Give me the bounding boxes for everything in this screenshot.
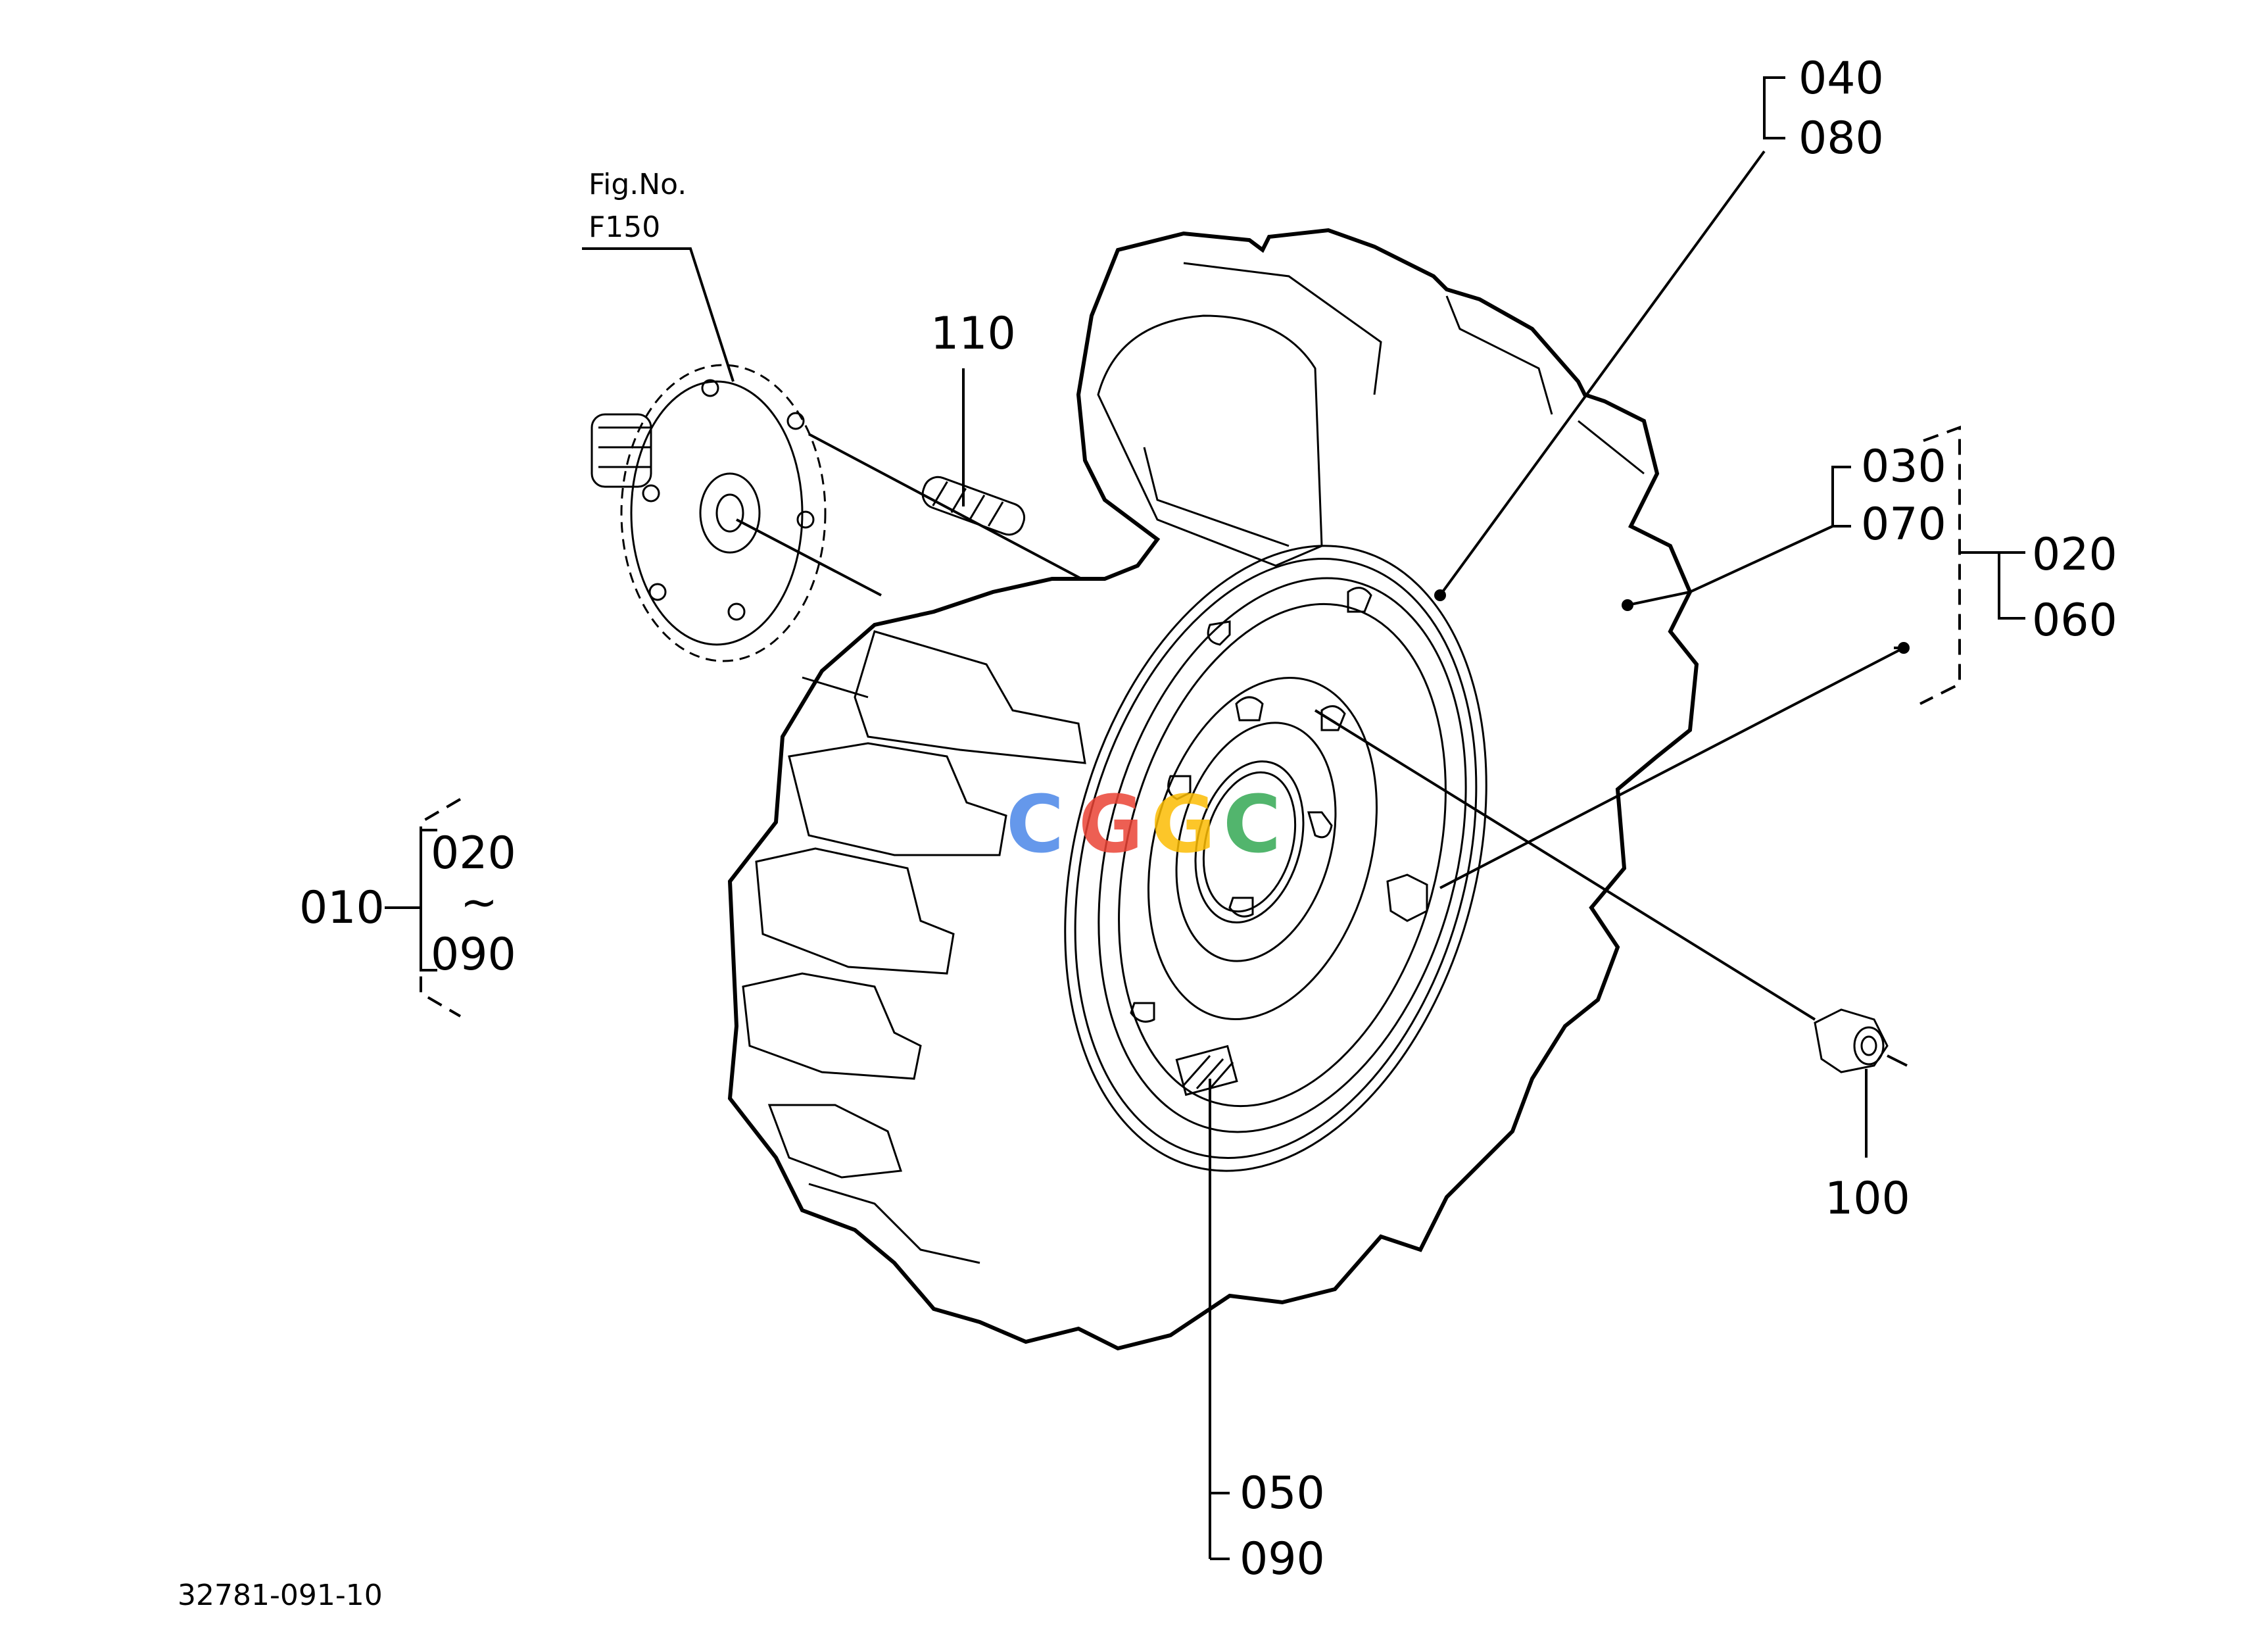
fig-ref-number: F150 bbox=[589, 210, 660, 244]
watermark-letter: C bbox=[1006, 779, 1064, 871]
callout-070: 070 bbox=[1861, 499, 1946, 551]
callout-020-right: 020 bbox=[2032, 529, 2117, 581]
callout-090-left: 090 bbox=[431, 929, 516, 981]
dot-030-070 bbox=[1622, 599, 1633, 611]
dot-040-080 bbox=[1434, 589, 1446, 601]
tire bbox=[727, 228, 1699, 1351]
watermark-letter: C bbox=[1223, 779, 1281, 871]
watermark-letter: G bbox=[1151, 779, 1216, 871]
hub-flange bbox=[591, 364, 827, 662]
watermark: C G G C bbox=[1006, 779, 1281, 871]
watermark-letter: G bbox=[1078, 779, 1144, 871]
leader-030-070 bbox=[1627, 525, 1833, 606]
lug-nut bbox=[1814, 1008, 1889, 1073]
callout-030: 030 bbox=[1861, 441, 1946, 493]
drawing-number: 32781-091-10 bbox=[178, 1579, 383, 1612]
stud-bolt bbox=[921, 476, 1026, 536]
bracket-040-080 bbox=[1763, 76, 1785, 139]
bracket-030-070 bbox=[1831, 466, 1851, 528]
callout-080: 080 bbox=[1798, 112, 1884, 164]
callout-090-bottom: 090 bbox=[1240, 1533, 1325, 1585]
range-tilde: ~ bbox=[460, 877, 498, 929]
leader-hub-center bbox=[736, 518, 882, 597]
dot-020-060 bbox=[1898, 642, 1910, 654]
bracket-010 bbox=[420, 829, 437, 971]
wheel-rim bbox=[1098, 577, 1467, 1133]
leader-nut-axis bbox=[1314, 709, 1816, 1021]
callout-020-left: 020 bbox=[431, 827, 516, 879]
rim-nut bbox=[1386, 873, 1428, 922]
callout-060: 060 bbox=[2032, 595, 2117, 647]
callout-050: 050 bbox=[1240, 1467, 1325, 1519]
callout-010: 010 bbox=[299, 882, 385, 934]
leader-040-080 bbox=[1439, 150, 1766, 597]
callout-040: 040 bbox=[1798, 53, 1884, 105]
dashed-group-left bbox=[420, 798, 462, 1018]
callout-100: 100 bbox=[1825, 1173, 1910, 1225]
leader-020-060 bbox=[1439, 647, 1904, 889]
fig-ref-label: Fig.No. bbox=[589, 168, 687, 201]
leader-fig-ref bbox=[582, 247, 735, 382]
leader-hub-stud bbox=[808, 433, 1132, 606]
leader-nut-tail bbox=[1887, 1054, 1908, 1067]
callout-110: 110 bbox=[930, 308, 1016, 360]
bracket-020-060 bbox=[1960, 551, 2025, 620]
